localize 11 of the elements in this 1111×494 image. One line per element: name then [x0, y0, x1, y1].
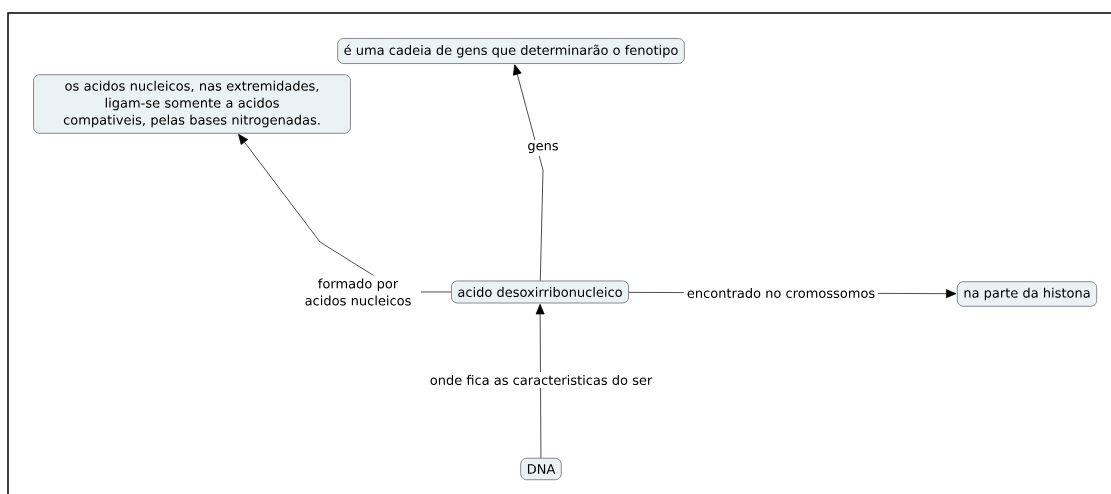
concept-box: DNA	[520, 457, 562, 481]
concept-box: os acidos nucleicos, nas extremidades, ligam-se somente a acidos compativeis, pelas bases nitrogenadas.	[33, 74, 351, 134]
concept-box: na parte da histona	[957, 281, 1097, 307]
edge-label: encontrado no cromossomos	[683, 284, 879, 301]
edge-label: formado por acidos nucleicos	[295, 275, 421, 309]
concept-box: acido desoxirribonucleico	[451, 280, 629, 304]
arrow	[535, 303, 545, 459]
arrow	[512, 64, 544, 281]
edge-label: onde fica as caracteristicas do ser	[426, 371, 656, 388]
edge-label: gens	[524, 140, 562, 156]
concept-box: é uma cadeia de gens que determinarão o fenotipo	[337, 38, 685, 64]
